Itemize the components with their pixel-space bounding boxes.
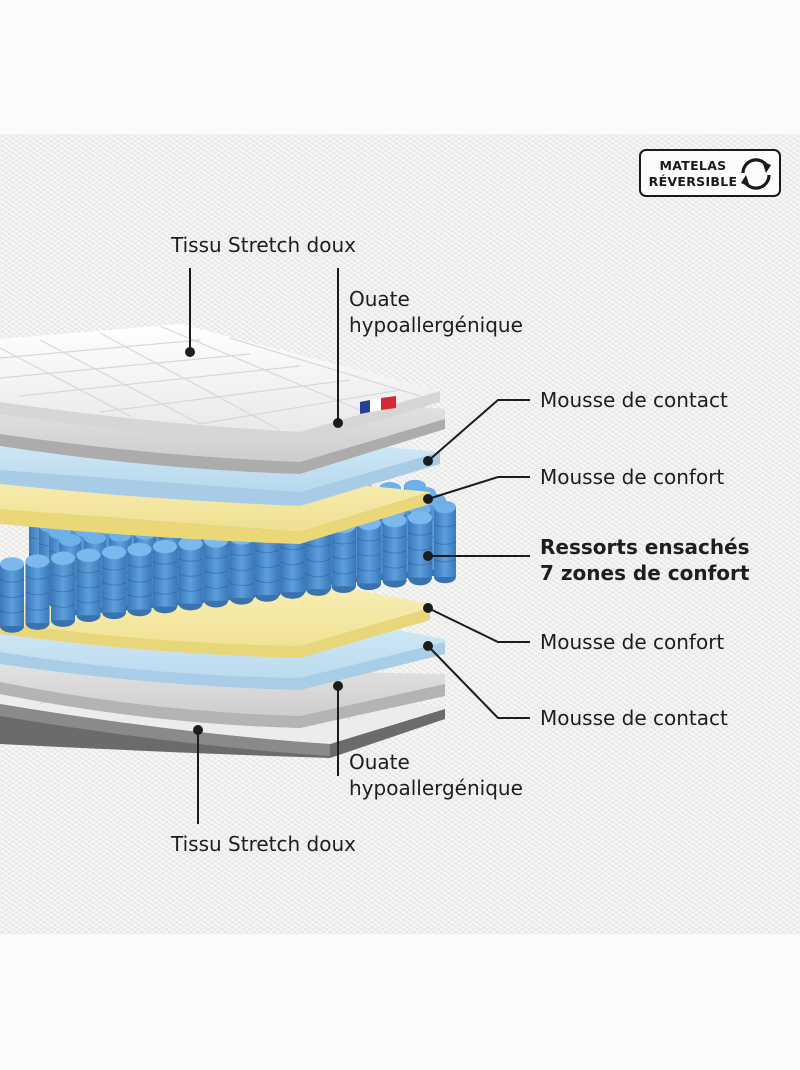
- reversible-mattress-badge: MATELAS RÉVERSIBLE: [639, 149, 781, 197]
- label-wadding-top: Ouate hypoallergénique: [349, 286, 523, 338]
- label-pocket-springs-line1: Ressorts ensachés: [540, 535, 750, 559]
- leader-lines: [189, 268, 530, 824]
- badge-line-2: RÉVERSIBLE: [648, 174, 738, 189]
- label-contact-foam-top: Mousse de contact: [540, 388, 728, 412]
- label-fabric-bottom: Tissu Stretch doux: [171, 832, 356, 856]
- reverse-arrows-icon: [741, 158, 771, 190]
- badge-line-1: MATELAS: [659, 158, 727, 173]
- label-comfort-foam-top: Mousse de confort: [540, 465, 725, 489]
- top-fabric-layer: [0, 324, 440, 444]
- leader-dots: [185, 347, 433, 735]
- label-pocket-springs-line2: 7 zones de confort: [540, 561, 750, 585]
- label-fabric-top: Tissu Stretch doux: [171, 233, 356, 257]
- label-contact-foam-bottom: Mousse de contact: [540, 706, 728, 730]
- label-wadding-bottom-line2: hypoallergénique: [349, 776, 523, 800]
- label-pocket-springs: Ressorts ensachés 7 zones de confort: [540, 534, 750, 586]
- mattress-layers-illustration: [0, 268, 530, 824]
- french-flag-tag: [360, 396, 396, 414]
- label-comfort-foam-bottom: Mousse de confort: [540, 630, 725, 654]
- label-wadding-bottom: Ouate hypoallergénique: [349, 749, 523, 801]
- label-wadding-bottom-line1: Ouate: [349, 750, 410, 774]
- label-wadding-top-line2: hypoallergénique: [349, 313, 523, 337]
- mattress-diagram: MATELAS RÉVERSIBLE Tissu Stretch doux Ou…: [0, 134, 800, 934]
- label-wadding-top-line1: Ouate: [349, 287, 410, 311]
